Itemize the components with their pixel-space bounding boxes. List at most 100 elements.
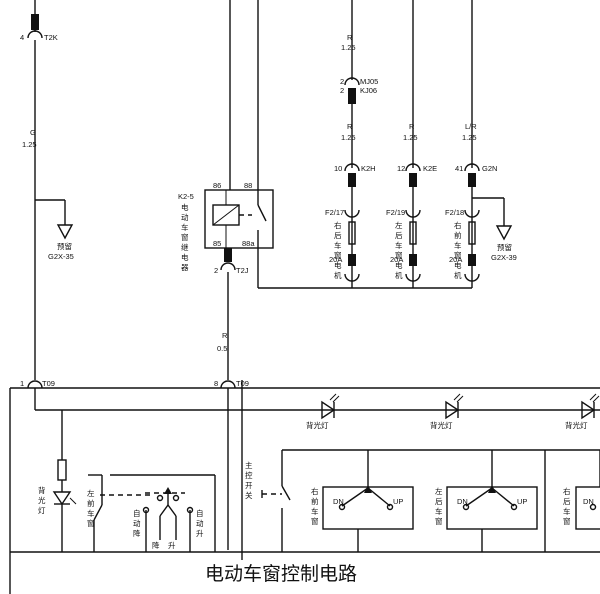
col3-reserve-code: G2X-39 bbox=[491, 253, 517, 262]
switch-risers bbox=[357, 450, 546, 552]
auto-up-char: 升 bbox=[196, 529, 204, 538]
auto-down-label: 自动降 bbox=[133, 508, 141, 538]
diagram-title: 电动车窗控制电路 bbox=[205, 563, 357, 585]
sw3-char: 窗 bbox=[563, 516, 571, 526]
col1-conn: K2H bbox=[361, 164, 376, 173]
col2-char: 机 bbox=[395, 270, 403, 280]
backlight-led-1 bbox=[321, 393, 340, 420]
col2-char: 车 bbox=[395, 240, 403, 250]
col3-wire bbox=[464, 0, 513, 288]
relay-wire-color: R bbox=[222, 331, 228, 340]
relay-box bbox=[204, 189, 274, 249]
left-window-char: 车 bbox=[87, 508, 95, 518]
relay-wire-size: 0.5 bbox=[217, 344, 227, 353]
left-backlight-char: 光 bbox=[38, 495, 46, 505]
col3-char: 车 bbox=[454, 240, 462, 250]
col1-wire bbox=[344, 0, 360, 288]
col3-char: 右 bbox=[454, 220, 462, 230]
col2-fuse: F2/19 bbox=[386, 208, 405, 217]
switch2-dn: DN bbox=[457, 497, 468, 506]
bus-pin-left: 1 bbox=[20, 379, 24, 388]
relay-char: 器 bbox=[181, 263, 189, 272]
col1-char: 窗 bbox=[334, 250, 342, 260]
left-pin: 4 bbox=[20, 33, 24, 42]
sw3-char: 后 bbox=[563, 496, 571, 506]
master-char: 开 bbox=[245, 481, 253, 490]
bus-conn-left: T09 bbox=[42, 379, 55, 388]
col3-wire-size: 1.25 bbox=[462, 133, 477, 142]
col2-char: 电 bbox=[395, 260, 403, 270]
col2-char: 窗 bbox=[395, 250, 403, 260]
col1-char: 车 bbox=[334, 240, 342, 250]
col2-char: 左 bbox=[395, 220, 403, 230]
backlight-label-1: 背光灯 bbox=[306, 420, 329, 430]
backlight-label-3: 背光灯 bbox=[565, 420, 588, 430]
col1-mj-code-a: MJ05 bbox=[360, 77, 378, 86]
bus-pin-mid: 8 bbox=[214, 379, 218, 388]
relay-pin88: 88 bbox=[244, 181, 252, 190]
backlight-led-2 bbox=[445, 393, 464, 420]
col1-char: 后 bbox=[334, 230, 342, 240]
window-switch-3 bbox=[575, 450, 600, 530]
relay-wires bbox=[220, 0, 472, 560]
left-window-char: 前 bbox=[87, 498, 95, 508]
col2-wire bbox=[405, 0, 421, 288]
col1-amp: 20A bbox=[329, 255, 342, 264]
col1-char: 电 bbox=[334, 260, 342, 270]
relay-name: K2-5 bbox=[178, 192, 194, 201]
sw3-char: 车 bbox=[563, 506, 571, 516]
col3-char: 前 bbox=[454, 230, 462, 240]
sw1-char: 前 bbox=[311, 496, 319, 506]
window-switch-1 bbox=[322, 450, 414, 530]
bus-conn-mid: T09 bbox=[236, 379, 249, 388]
col1-char: 右 bbox=[334, 220, 342, 230]
switch2-up: UP bbox=[517, 497, 527, 506]
left-conn: T2K bbox=[44, 33, 58, 42]
col2-amp: 20A bbox=[390, 255, 403, 264]
col1-wire-color: R bbox=[347, 122, 353, 131]
relay-pin88a: 88a bbox=[242, 239, 255, 248]
switch1-dn: DN bbox=[333, 497, 344, 506]
col3-char: 机 bbox=[454, 270, 462, 280]
left-backlight-char: 背 bbox=[38, 485, 46, 495]
relay-char: 车 bbox=[181, 222, 189, 232]
sw1-char: 右 bbox=[311, 486, 319, 496]
left-window-char: 窗 bbox=[87, 518, 95, 528]
master-char: 控 bbox=[245, 470, 253, 480]
left-wire-color: G bbox=[30, 128, 36, 137]
relay-char: 电 bbox=[181, 202, 189, 212]
window-switch-2 bbox=[446, 450, 538, 530]
col1-wire-size: 1.25 bbox=[341, 133, 356, 142]
left-backlight-label: 背光灯 bbox=[38, 485, 46, 515]
backlight-label-2: 背光灯 bbox=[430, 420, 453, 430]
col2-conn: K2E bbox=[423, 164, 437, 173]
down-label: 降 bbox=[152, 540, 160, 550]
sw2-char: 后 bbox=[435, 496, 443, 506]
relay-char: 动 bbox=[181, 212, 189, 222]
relay-out-conn: T2J bbox=[236, 266, 249, 275]
backlight-led-3 bbox=[581, 393, 600, 420]
auto-down-char: 动 bbox=[133, 518, 141, 528]
left-supply-wire bbox=[27, 0, 74, 380]
col3-conn: G2N bbox=[482, 164, 497, 173]
switch1-up: UP bbox=[393, 497, 403, 506]
up-label: 升 bbox=[168, 541, 176, 550]
relay-char: 窗 bbox=[181, 232, 189, 242]
col1-mj-pin-a: 2 bbox=[340, 77, 344, 86]
col3-amp: 20A bbox=[449, 255, 462, 264]
col1-pin: 10 bbox=[334, 164, 342, 173]
switch3-dn: DN bbox=[583, 497, 594, 506]
col1-fuse: F2/17 bbox=[325, 208, 344, 217]
left-window-char: 左 bbox=[87, 488, 95, 498]
relay-out-pin: 2 bbox=[214, 266, 218, 275]
col1-wire-size-top: 1.25 bbox=[341, 43, 356, 52]
sw1-char: 车 bbox=[311, 506, 319, 516]
